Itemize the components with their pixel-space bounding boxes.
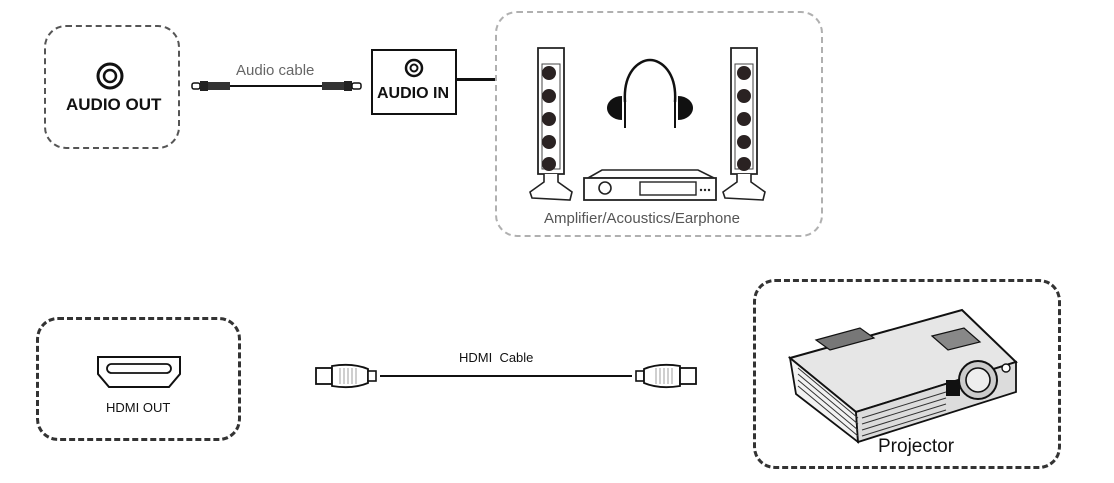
audio-out-box	[44, 25, 180, 149]
speaker-right-icon	[722, 47, 766, 201]
amplifier-icon	[583, 169, 717, 201]
audio-in-label: AUDIO IN	[377, 85, 449, 102]
hdmi-out-label: HDMI OUT	[106, 400, 171, 415]
headphones-icon	[607, 58, 693, 128]
hdmi-cable-label: HDMI Cable	[459, 350, 534, 365]
audio-destination-box	[495, 11, 823, 237]
hdmi-out-box	[36, 317, 241, 441]
audio-out-jack-icon	[96, 62, 124, 90]
audio-in-jack-icon	[404, 58, 424, 78]
projector-label: Projector	[878, 436, 955, 457]
hdmi-port-icon	[97, 356, 181, 388]
audio-destination-label: Amplifier/Acoustics/Earphone	[544, 210, 740, 227]
speaker-left-icon	[529, 47, 573, 201]
audio-cable-icon	[191, 81, 362, 91]
audio-in-connector-line	[457, 78, 497, 81]
projector-box	[753, 279, 1061, 469]
audio-cable-label: Audio cable	[236, 62, 315, 79]
audio-out-label: AUDIO OUT	[66, 95, 162, 114]
hdmi-cable-icon	[315, 363, 697, 389]
projector-icon	[787, 308, 1018, 444]
audio-in-box	[371, 49, 457, 115]
